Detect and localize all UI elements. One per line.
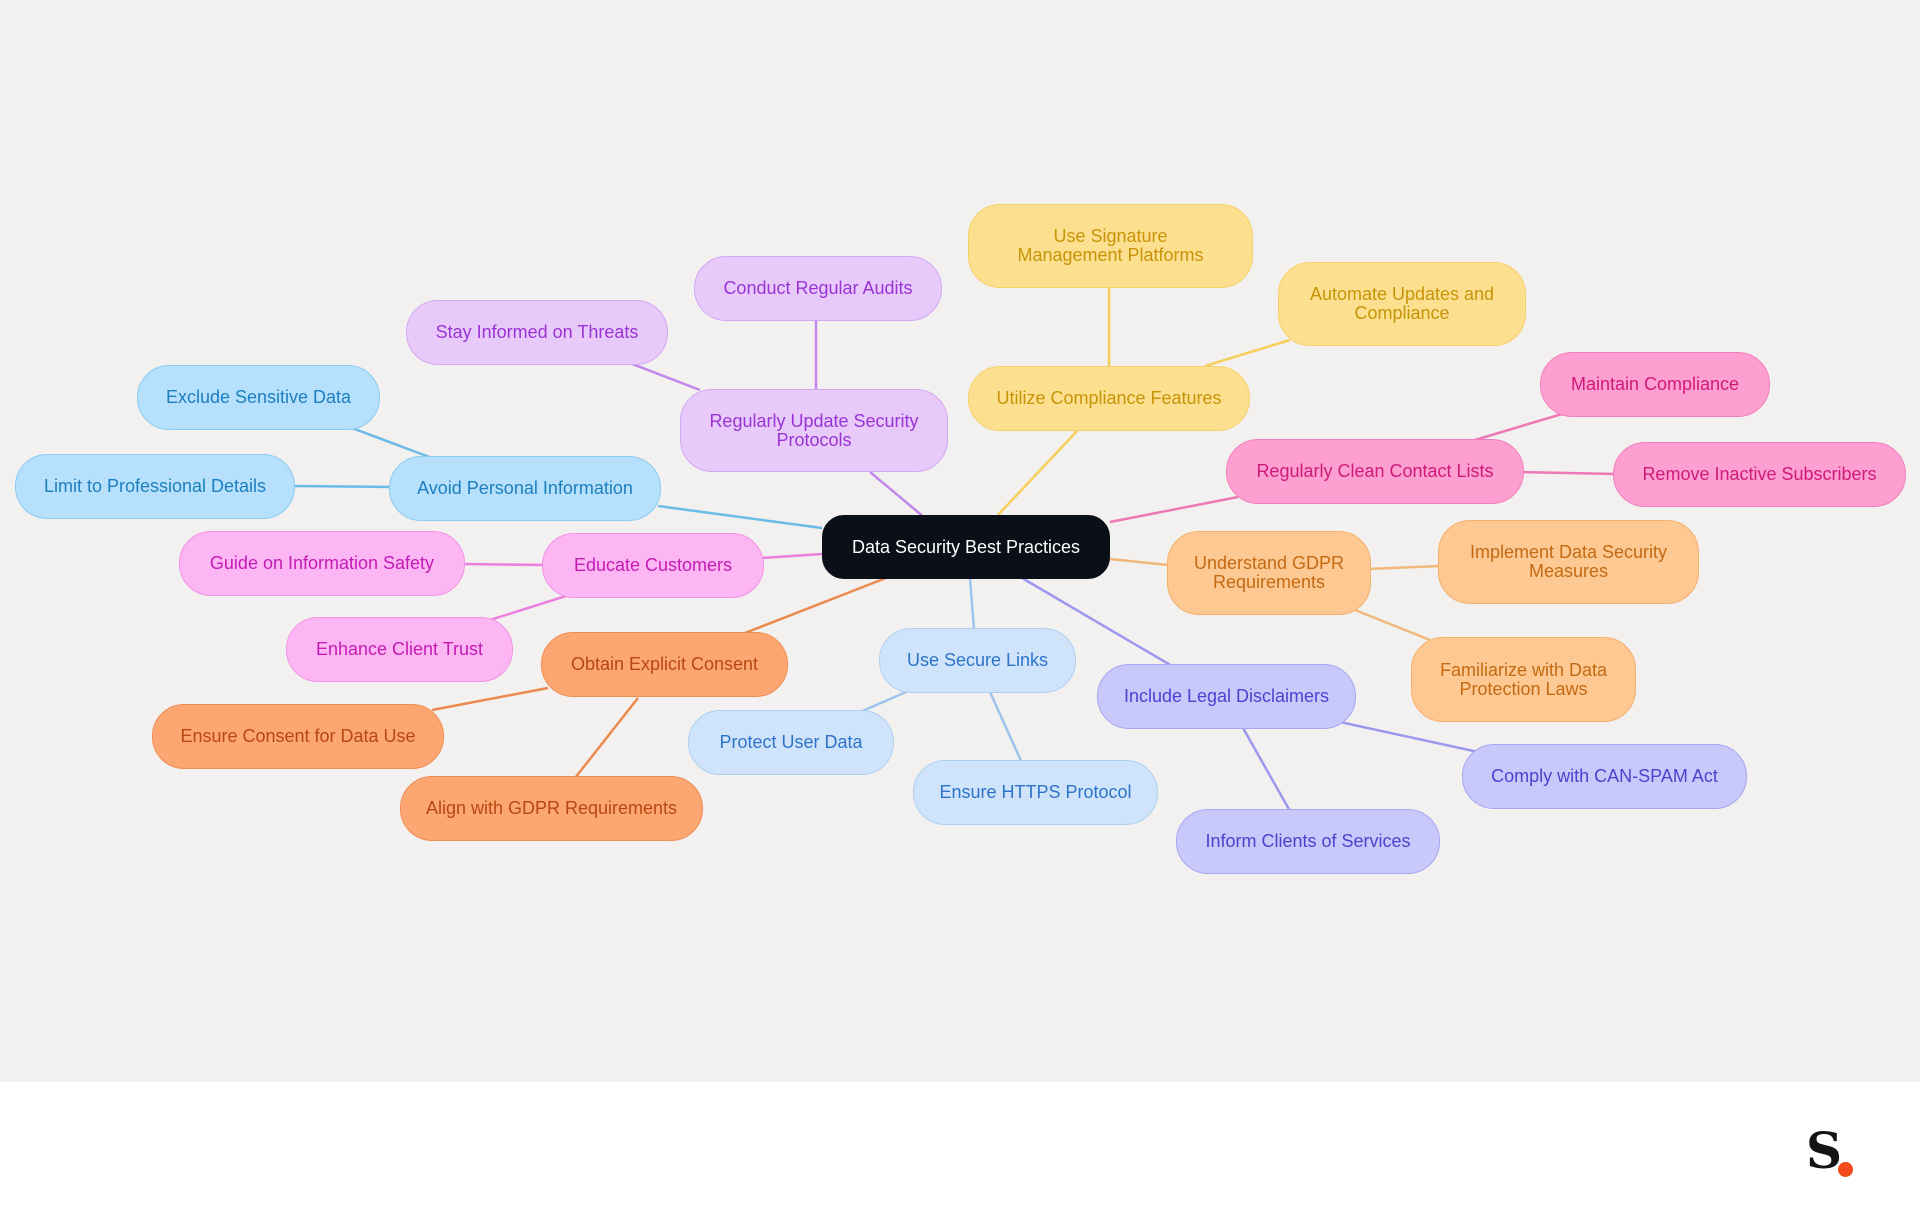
leaf-ensure-consent[interactable]: Ensure Consent for Data Use [152, 704, 444, 769]
edge-root-clean [1109, 495, 1239, 524]
edge-educate-trust [489, 594, 567, 622]
branch-compliance-features[interactable]: Utilize Compliance Features [968, 366, 1250, 431]
leaf-implement-security[interactable]: Implement Data Security Measures [1438, 520, 1699, 604]
leaf-limit-professional[interactable]: Limit to Professional Details [15, 454, 295, 519]
branch-legal-label: Include Legal Disclaimers [1123, 686, 1330, 706]
leaf-threats-label: Stay Informed on Threats [435, 322, 639, 342]
leaf-maintain-label: Maintain Compliance [1570, 374, 1740, 394]
edge-root-consent [744, 576, 887, 635]
leaf-signature-label: Use Signature Management Platforms [1017, 226, 1204, 265]
leaf-ensure-consent-label: Ensure Consent for Data Use [180, 726, 416, 746]
leaf-conduct-audits[interactable]: Conduct Regular Audits [694, 256, 942, 321]
branch-explicit-consent[interactable]: Obtain Explicit Consent [541, 632, 788, 697]
leaf-trust-label: Enhance Client Trust [315, 639, 484, 659]
leaf-familiarize-laws[interactable]: Familiarize with Data Protection Laws [1411, 637, 1636, 722]
edge-links-https [988, 691, 1024, 764]
leaf-signature-platforms[interactable]: Use Signature Management Platforms [968, 204, 1253, 288]
branch-educate-label: Educate Customers [573, 555, 733, 575]
branch-legal-disclaimers[interactable]: Include Legal Disclaimers [1097, 664, 1356, 729]
leaf-exclude-sensitive[interactable]: Exclude Sensitive Data [137, 365, 380, 430]
leaf-maintain-compliance[interactable]: Maintain Compliance [1540, 352, 1770, 417]
mindmap-canvas: Data Security Best Practices Regularly U… [0, 0, 1920, 1082]
branch-consent-label: Obtain Explicit Consent [570, 654, 759, 674]
leaf-protect-label: Protect User Data [719, 732, 863, 752]
branch-gdpr-label: Understand GDPR Requirements [1193, 553, 1345, 592]
branch-update-security[interactable]: Regularly Update Security Protocols [680, 389, 948, 472]
edge-compliance-automate [1204, 338, 1291, 368]
leaf-audits-label: Conduct Regular Audits [723, 278, 913, 298]
leaf-exclude-label: Exclude Sensitive Data [165, 387, 352, 407]
leaf-automate-updates[interactable]: Automate Updates and Compliance [1278, 262, 1526, 346]
leaf-automate-label: Automate Updates and Compliance [1309, 284, 1495, 323]
edge-educate-guide [462, 562, 544, 567]
mindmap-edges [293, 288, 1616, 812]
branch-clean-contacts[interactable]: Regularly Clean Contact Lists [1226, 439, 1524, 504]
branch-links-label: Use Secure Links [906, 650, 1049, 670]
edge-legal-canspam [1339, 720, 1479, 754]
brand-logo: S [1806, 1126, 1866, 1180]
branch-clean-label: Regularly Clean Contact Lists [1256, 461, 1494, 481]
leaf-guide-label: Guide on Information Safety [209, 553, 435, 573]
leaf-canspam-label: Comply with CAN-SPAM Act [1491, 766, 1718, 786]
branch-secure-links[interactable]: Use Secure Links [879, 628, 1076, 693]
branch-educate-customers[interactable]: Educate Customers [542, 533, 764, 598]
edge-root-compliance [997, 429, 1079, 516]
edge-root-legal [1021, 576, 1173, 668]
root-node[interactable]: Data Security Best Practices [822, 515, 1110, 579]
edge-root-personal [657, 504, 823, 530]
edge-personal-exclude [351, 426, 433, 460]
branch-avoid-personal[interactable]: Avoid Personal Information [389, 456, 661, 521]
branch-compliance-label: Utilize Compliance Features [996, 388, 1222, 408]
root-label: Data Security Best Practices [851, 536, 1081, 557]
edge-root-gdpr [1109, 557, 1169, 567]
edge-root-update [869, 471, 926, 519]
leaf-guide-safety[interactable]: Guide on Information Safety [179, 531, 465, 596]
edge-clean-maintain [1474, 412, 1563, 442]
leaf-remove-inactive[interactable]: Remove Inactive Subscribers [1613, 442, 1906, 507]
edge-gdpr-implement [1367, 564, 1441, 571]
edge-update-threats [626, 360, 701, 392]
edge-consent-ensure [431, 686, 549, 712]
leaf-align-gdpr[interactable]: Align with GDPR Requirements [400, 776, 703, 841]
leaf-limit-label: Limit to Professional Details [43, 476, 267, 496]
leaf-https-label: Ensure HTTPS Protocol [939, 782, 1132, 802]
edge-root-links [968, 577, 976, 630]
leaf-can-spam[interactable]: Comply with CAN-SPAM Act [1462, 744, 1747, 809]
leaf-inform-clients[interactable]: Inform Clients of Services [1176, 809, 1440, 874]
edge-clean-remove [1519, 470, 1616, 476]
logo-letter: S [1806, 1121, 1843, 1180]
leaf-remove-label: Remove Inactive Subscribers [1642, 464, 1877, 484]
logo-dot [1838, 1162, 1853, 1177]
leaf-protect-user-data[interactable]: Protect User Data [688, 710, 894, 775]
branch-personal-label: Avoid Personal Information [417, 478, 633, 498]
leaf-familiarize-label: Familiarize with Data Protection Laws [1439, 659, 1608, 699]
edge-personal-limit [293, 484, 391, 489]
edge-links-protect [857, 690, 907, 715]
edge-gdpr-familiarize [1354, 608, 1431, 642]
leaf-implement-label: Implement Data Security Measures [1469, 542, 1668, 581]
edge-consent-align [574, 697, 639, 779]
edge-root-educate [761, 552, 823, 560]
leaf-align-label: Align with GDPR Requirements [425, 798, 678, 818]
leaf-inform-label: Inform Clients of Services [1205, 831, 1411, 851]
branch-update-label: Regularly Update Security Protocols [709, 410, 919, 450]
edge-legal-inform [1241, 727, 1292, 812]
leaf-enhance-trust[interactable]: Enhance Client Trust [286, 617, 513, 682]
leaf-https-protocol[interactable]: Ensure HTTPS Protocol [913, 760, 1158, 825]
leaf-stay-informed[interactable]: Stay Informed on Threats [406, 300, 668, 365]
branch-understand-gdpr[interactable]: Understand GDPR Requirements [1167, 531, 1371, 615]
